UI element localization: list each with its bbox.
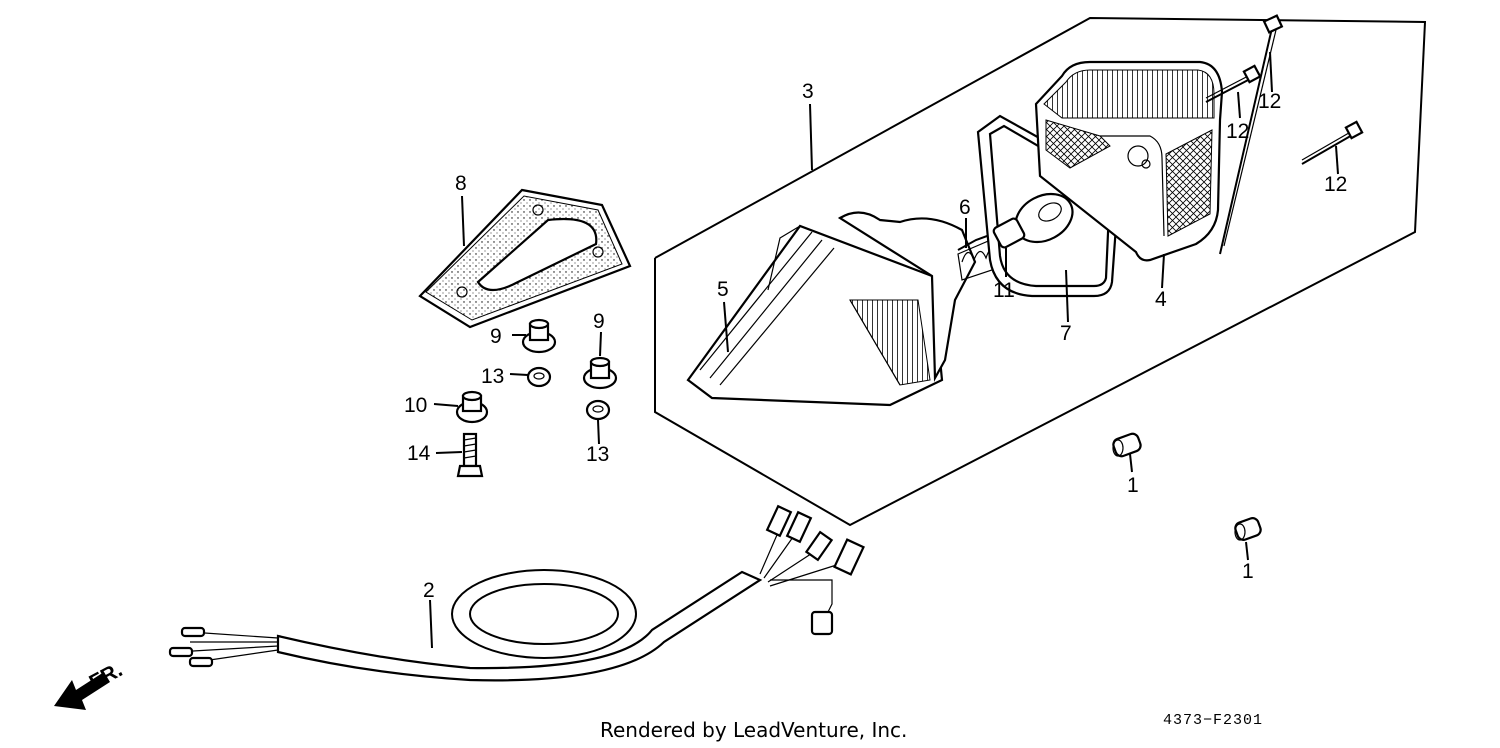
mount-plate-part (418, 188, 632, 329)
collar-part-1 (1112, 432, 1142, 458)
diagram-code: 4373−F2301 (1163, 712, 1263, 729)
label-part-4: 4 (1155, 288, 1167, 311)
grommet-part-2 (582, 356, 618, 390)
rendered-by-credit: Rendered by LeadVenture, Inc. (600, 718, 907, 742)
grommet-part-1 (521, 318, 557, 354)
label-part-13-left: 13 (481, 365, 504, 388)
collar-part-2 (1234, 517, 1262, 541)
screw-part-3 (1301, 120, 1364, 165)
screw-part-1 (1219, 14, 1284, 255)
label-part-8: 8 (455, 172, 467, 195)
nut-part-1 (526, 366, 552, 388)
label-part-10: 10 (404, 394, 427, 417)
label-part-14: 14 (407, 442, 431, 465)
label-part-2: 2 (423, 579, 435, 602)
label-part-1-lower: 1 (1242, 560, 1254, 583)
label-part-12-right: 12 (1324, 173, 1347, 196)
label-part-6: 6 (959, 196, 971, 219)
collar-part-10 (455, 390, 489, 424)
wire-harness-part (168, 504, 865, 682)
label-part-9-left: 9 (490, 325, 502, 348)
front-direction-marker: FR. (54, 658, 126, 710)
label-part-12-middle: 12 (1226, 120, 1249, 143)
bulb-part (992, 192, 1074, 249)
lens-housing-part (686, 211, 977, 407)
label-part-9-right: 9 (593, 310, 605, 333)
label-part-7: 7 (1060, 322, 1072, 345)
label-part-1-upper: 1 (1127, 474, 1139, 497)
label-part-12-top: 12 (1258, 90, 1281, 113)
label-part-13-right: 13 (586, 443, 609, 466)
label-part-11: 11 (993, 279, 1015, 302)
label-part-5: 5 (717, 278, 729, 301)
screw-part-2 (1205, 64, 1262, 103)
nut-part-2 (585, 399, 611, 421)
label-part-3: 3 (802, 80, 814, 103)
assembly-outline (654, 16, 1427, 527)
leader-lines (429, 51, 1339, 649)
bolt-part (456, 432, 484, 478)
lamp-base-part (1034, 60, 1224, 262)
part-labels: 3 8 5 6 11 7 4 12 12 12 9 9 13 13 10 14 … (404, 80, 1347, 602)
